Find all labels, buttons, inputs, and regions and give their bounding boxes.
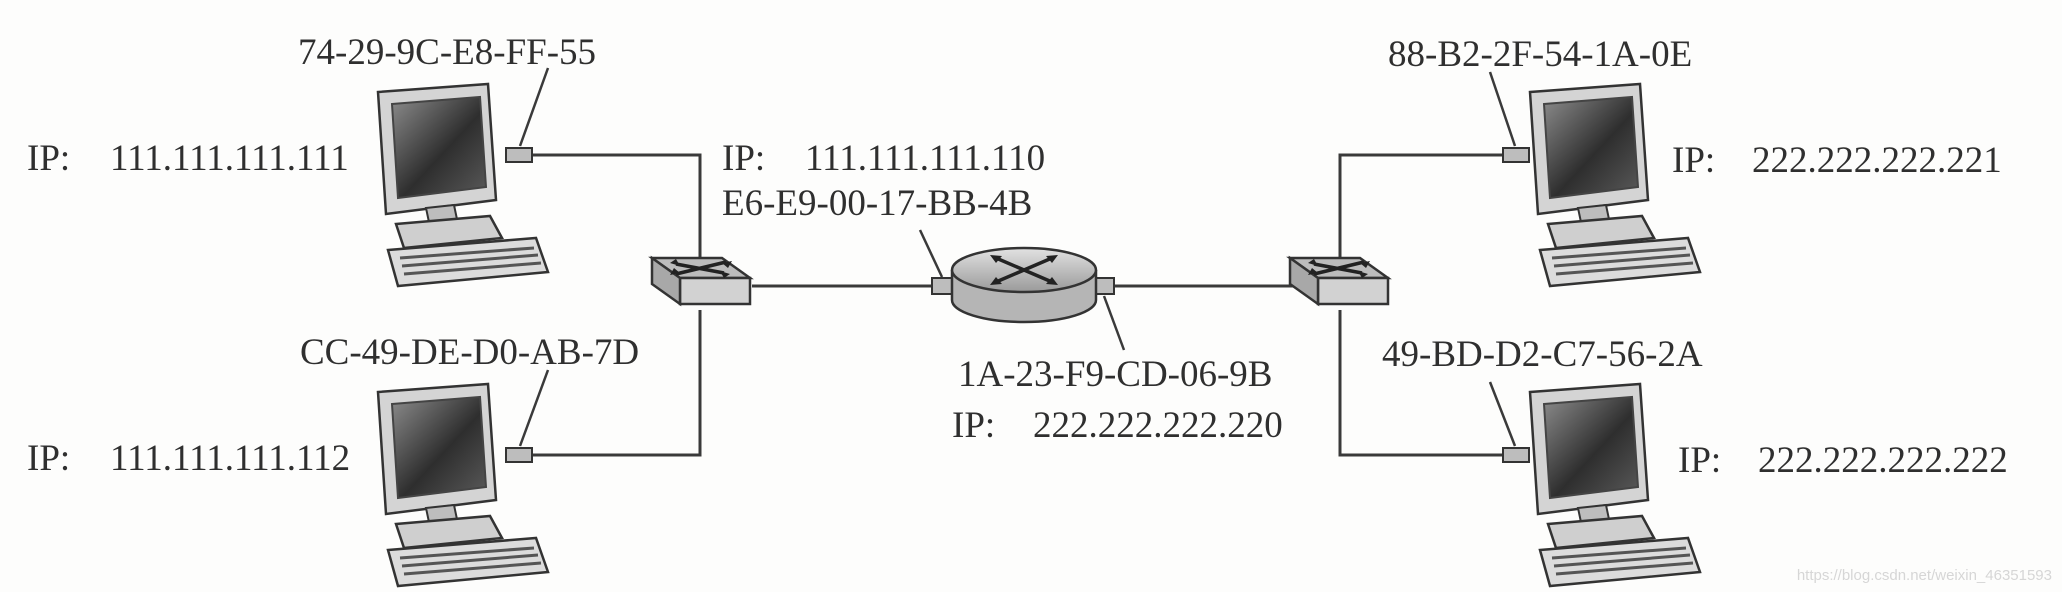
link-switch-right-host-d — [1338, 310, 1505, 457]
host-a-port — [505, 147, 533, 163]
host-b-computer-icon — [376, 382, 550, 588]
router-left-mac-leader — [918, 229, 944, 278]
link-host-a-switch-left — [530, 153, 702, 260]
link-switch-right-host-c — [1338, 153, 1505, 260]
host-c-mac: 88-B2-2F-54-1A-0E — [1388, 34, 1692, 75]
host-d-mac-leader — [1488, 381, 1517, 447]
host-b-port — [505, 447, 533, 463]
switch-left-icon — [650, 256, 752, 306]
host-a-ip: 111.111.111.111 — [110, 138, 349, 179]
host-b-ip-prefix: IP: — [27, 438, 70, 479]
host-c-ip: 222.222.222.221 — [1752, 140, 2002, 181]
router-right-mac-leader — [1102, 295, 1126, 351]
router-right-ip-prefix: IP: — [952, 405, 995, 446]
host-d-computer-icon — [1528, 382, 1702, 588]
host-a-mac-leader — [518, 67, 550, 147]
host-c-computer-icon — [1528, 82, 1702, 288]
router-left-mac: E6-E9-00-17-BB-4B — [722, 183, 1032, 224]
host-d-ip-prefix: IP: — [1678, 440, 1721, 481]
host-d-ip: 222.222.222.222 — [1758, 440, 2008, 481]
host-c-mac-leader — [1488, 71, 1517, 147]
host-b-mac-leader — [518, 369, 550, 447]
router-right-mac: 1A-23-F9-CD-06-9B — [958, 354, 1272, 395]
router-left-ip-prefix: IP: — [722, 138, 765, 179]
switch-right-icon — [1288, 256, 1390, 306]
host-a-computer-icon — [376, 82, 550, 288]
router-left-ip: 111.111.111.110 — [805, 138, 1045, 179]
watermark: https://blog.csdn.net/weixin_46351593 — [1797, 567, 2052, 584]
router-right-ip: 222.222.222.220 — [1033, 405, 1283, 446]
host-c-ip-prefix: IP: — [1672, 140, 1715, 181]
host-a-ip-prefix: IP: — [27, 138, 70, 179]
link-host-b-switch-left — [530, 310, 702, 457]
router-icon — [931, 246, 1115, 324]
host-c-port — [1502, 147, 1530, 163]
host-b-ip: 111.111.111.112 — [110, 438, 350, 479]
host-d-mac: 49-BD-D2-C7-56-2A — [1382, 334, 1703, 375]
host-d-port — [1502, 447, 1530, 463]
host-a-mac: 74-29-9C-E8-FF-55 — [298, 32, 596, 73]
host-b-mac: CC-49-DE-D0-AB-7D — [300, 332, 639, 373]
